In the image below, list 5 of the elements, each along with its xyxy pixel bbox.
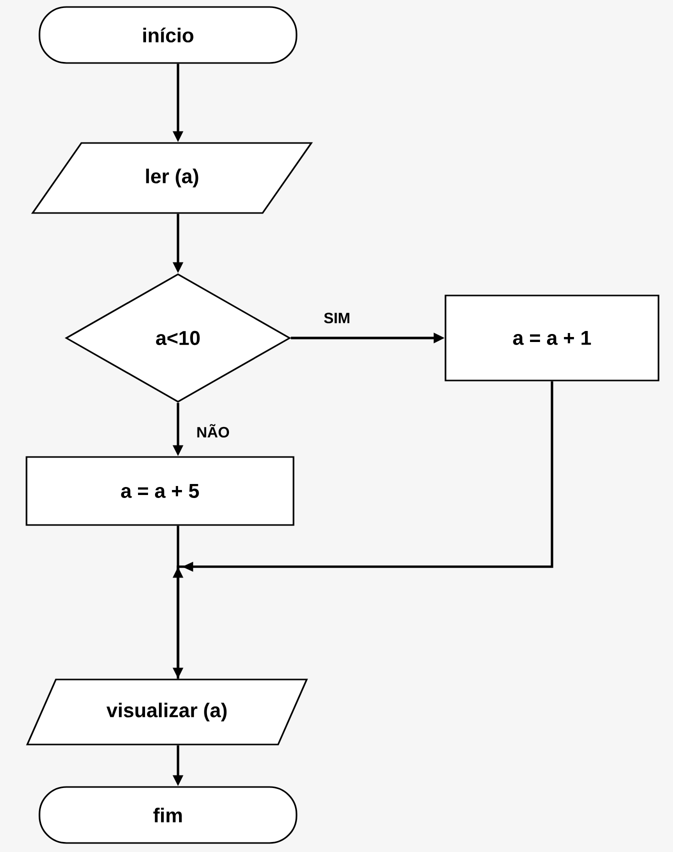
edge-label: NÃO bbox=[195, 423, 231, 439]
process-box: a = a + 1 bbox=[444, 294, 660, 382]
process-box: a = a + 5 bbox=[26, 456, 294, 526]
edge-label: SIM bbox=[322, 312, 352, 324]
arrow bbox=[172, 381, 554, 679]
